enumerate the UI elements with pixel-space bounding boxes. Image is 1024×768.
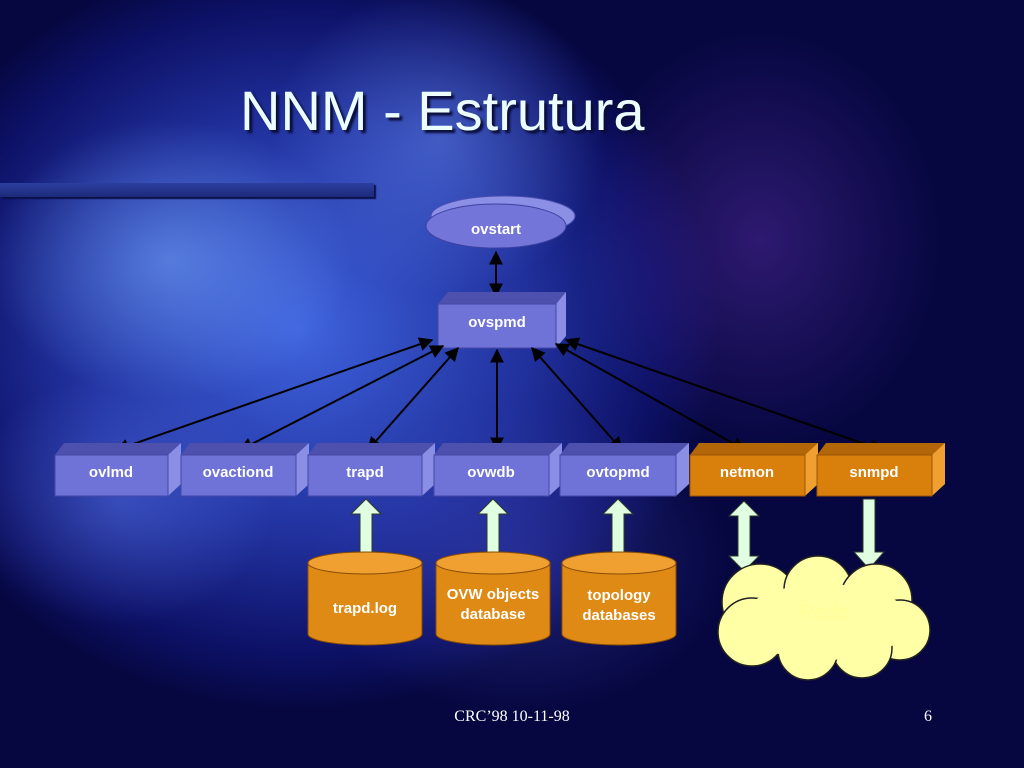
store-label-line: database <box>460 606 525 623</box>
daemon-label: ovlmd <box>89 464 133 481</box>
ovstart-node: ovstart <box>425 195 576 249</box>
store-label-line: trapd.log <box>333 600 397 617</box>
daemon-label: trapd <box>346 464 384 481</box>
slide-number: 6 <box>924 708 932 725</box>
title-underline-bar <box>0 183 374 197</box>
store-topology-databases: topology databases <box>561 551 677 646</box>
ovspmd-node: ovspmd <box>437 292 566 349</box>
daemon-ovtopmd: ovtopmd <box>559 443 689 497</box>
daemon-label: ovactiond <box>203 464 274 481</box>
daemon-label: ovwdb <box>467 464 515 481</box>
store-label-line: topology <box>587 587 651 604</box>
daemon-label: netmon <box>720 464 774 481</box>
link-netmon-network <box>727 500 761 572</box>
store-trapd-log: trapd.log <box>307 551 423 646</box>
arrow-ovspmd-trapd <box>367 346 459 452</box>
store-label-line: databases <box>582 607 655 624</box>
daemon-ovlmd: ovlmd <box>54 443 181 497</box>
ovspmd-label: ovspmd <box>468 314 526 331</box>
manager-daemon-arrows <box>114 337 884 453</box>
link-snmpd-network <box>852 498 886 570</box>
daemon-ovactiond: ovactiond <box>180 443 309 497</box>
slide-footer: CRC’98 10-11-98 <box>454 708 570 725</box>
daemon-netmon: netmon <box>689 443 818 497</box>
arrow-ovspmd-netmon <box>554 343 747 451</box>
ovstart-label: ovstart <box>471 221 521 238</box>
daemon-label: snmpd <box>849 464 898 481</box>
store-label-line: OVW objects <box>447 586 540 603</box>
slide-title: NNM - Estrutura <box>240 79 645 142</box>
network-label: Rede <box>799 601 849 624</box>
store-ovw-objects-database: OVW objects database <box>435 551 551 646</box>
daemon-label: ovtopmd <box>586 464 649 481</box>
daemon-ovwdb: ovwdb <box>433 443 562 497</box>
daemon-trapd: trapd <box>307 443 435 497</box>
arrow-ovspmd-ovtopmd <box>531 346 623 452</box>
arrow-ovspmd-snmpd <box>564 337 884 453</box>
daemon-snmpd: snmpd <box>816 443 945 497</box>
network-cloud: Rede <box>717 555 931 681</box>
